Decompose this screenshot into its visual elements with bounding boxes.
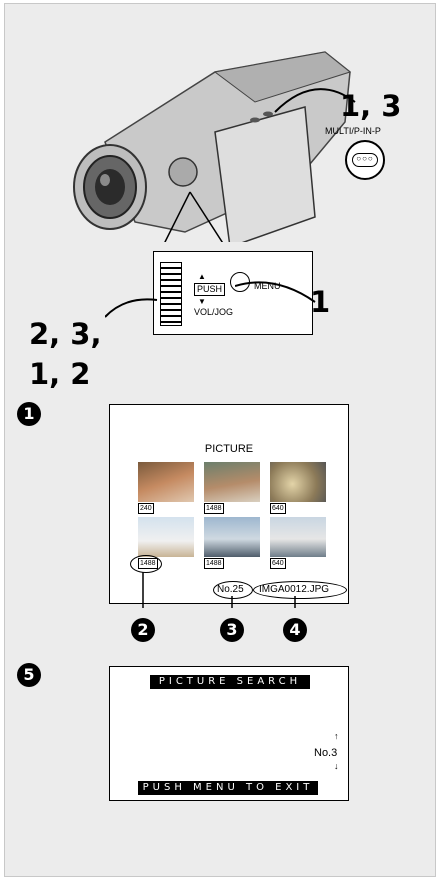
callout-2: 2 (131, 618, 155, 642)
search-number: No.3 (314, 747, 338, 759)
down-arrow-icon: ▼ (198, 297, 206, 306)
thumbnail-5 (204, 517, 260, 557)
down-arrow-icon: ↓ (334, 761, 339, 771)
menu-label: MENU (254, 281, 281, 291)
marker-1: 1 (17, 402, 41, 426)
thumbnail-4 (138, 517, 194, 557)
callout-3: 3 (220, 618, 244, 642)
control-inset: ▲ PUSH ▼ VOL/JOG MENU (153, 251, 313, 335)
thumbnail-3-size: 640 (270, 503, 286, 514)
callout-4: 4 (283, 618, 307, 642)
thumbnail-2 (204, 462, 260, 502)
callout-lines (142, 572, 296, 608)
thumbnail-5-size: 1488 (204, 558, 224, 569)
thumbnail-6 (270, 517, 326, 557)
thumbnail-1 (138, 462, 194, 502)
picture-search-screen: PICTURE SEARCH ↑ No.3 ↓ PUSH MENU TO EXI… (109, 666, 349, 801)
size-highlight-ellipse (130, 555, 162, 573)
multi-button-icon: ○○○ (345, 140, 385, 180)
menu-leader-line (235, 281, 316, 303)
filename-highlight-ellipse (253, 581, 347, 599)
number-highlight-ellipse (213, 581, 253, 599)
push-menu-exit: PUSH MENU TO EXIT (138, 781, 318, 795)
up-arrow-icon: ↑ (334, 731, 339, 741)
multi-button-label: MULTI/P-IN-P (325, 126, 381, 136)
marker-5: 5 (17, 663, 41, 687)
thumbnail-3 (270, 462, 326, 502)
vol-jog-label: VOL/JOG (194, 307, 234, 317)
joystick-icon (160, 262, 182, 326)
up-arrow-icon: ▲ (198, 272, 206, 281)
step-label-top: 1, 3 (340, 89, 402, 123)
push-label: PUSH (194, 283, 226, 296)
thumbnail-6-size: 640 (270, 558, 286, 569)
camcorder-illustration (73, 51, 356, 242)
step-label-menu: 1 (310, 285, 331, 319)
picture-search-title: PICTURE SEARCH (150, 675, 310, 689)
picture-screen: PICTURE 240 1488 640 1488 1488 640 No.25… (109, 404, 349, 604)
thumbnail-1-size: 240 (138, 503, 154, 514)
thumbnail-2-size: 1488 (204, 503, 224, 514)
step-label-left-2: 1, 2 (29, 357, 91, 391)
picture-title: PICTURE (204, 443, 254, 455)
joystick-leader-line (105, 298, 158, 318)
manual-page: 1, 3 MULTI/P-IN-P ○○○ ▲ PUSH ▼ VOL/JOG M… (4, 3, 436, 877)
step-label-left-1: 2, 3, (29, 317, 102, 351)
